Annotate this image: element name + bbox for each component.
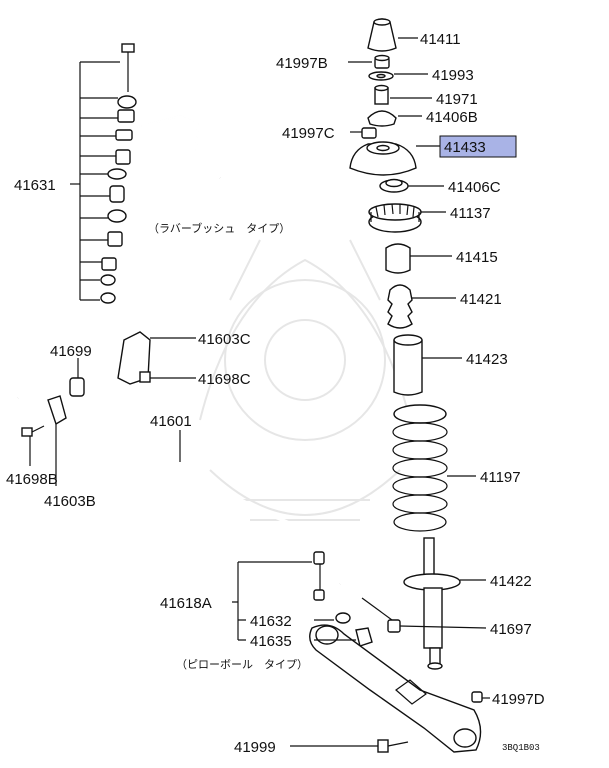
label-41411[interactable]: 41411 [420,31,461,48]
label-41603B[interactable]: 41603B [44,493,96,510]
label-41197[interactable]: 41197 [480,469,521,486]
coil-spring [392,404,448,532]
label-41697[interactable]: 41697 [490,621,532,638]
label-41631[interactable]: 41631 [14,177,56,194]
note-rubber-bush-type: （ラバーブッシュ タイプ） [148,221,290,235]
label-41699[interactable]: 41699 [50,343,92,360]
rubber-bush-stack [100,43,221,304]
label-41423[interactable]: 41423 [466,351,508,368]
label-41415[interactable]: 41415 [456,249,498,266]
label-41603C[interactable]: 41603C [198,331,251,348]
note-pillow-ball-type: （ピローボール タイプ） [176,658,308,671]
label-41698C[interactable]: 41698C [198,371,251,388]
label-41433[interactable]: 41433 [444,139,486,156]
label-41993[interactable]: 41993 [432,67,474,84]
lower-arm [309,624,483,753]
leader-lines [29,37,490,747]
label-41997D[interactable]: 41997D [492,691,545,708]
label-41997C[interactable]: 41997C [282,125,335,142]
stabilizer-bar-assembly [17,331,401,647]
label-41997B[interactable]: 41997B [276,55,328,72]
label-41632[interactable]: 41632 [250,613,292,630]
watermark-emblem [199,239,411,521]
label-41137[interactable]: 41137 [450,205,491,222]
label-41406B[interactable]: 41406B [426,109,478,126]
label-41618A[interactable]: 41618A [160,595,212,612]
label-41601[interactable]: 41601 [150,413,192,430]
diagram-code: 3BQ1B03 [502,743,540,753]
label-41635[interactable]: 41635 [250,633,292,650]
label-41999[interactable]: 41999 [234,739,276,756]
label-41422[interactable]: 41422 [490,573,532,590]
highlight-box [439,135,517,158]
label-41698B[interactable]: 41698B [6,471,58,488]
label-41421[interactable]: 41421 [460,291,502,308]
strut-assembly [349,18,461,670]
label-41406C[interactable]: 41406C [448,179,501,196]
part-labels: 41411 41997B 41993 41971 41406B 41997C 4… [6,31,545,756]
label-41971[interactable]: 41971 [436,91,478,108]
